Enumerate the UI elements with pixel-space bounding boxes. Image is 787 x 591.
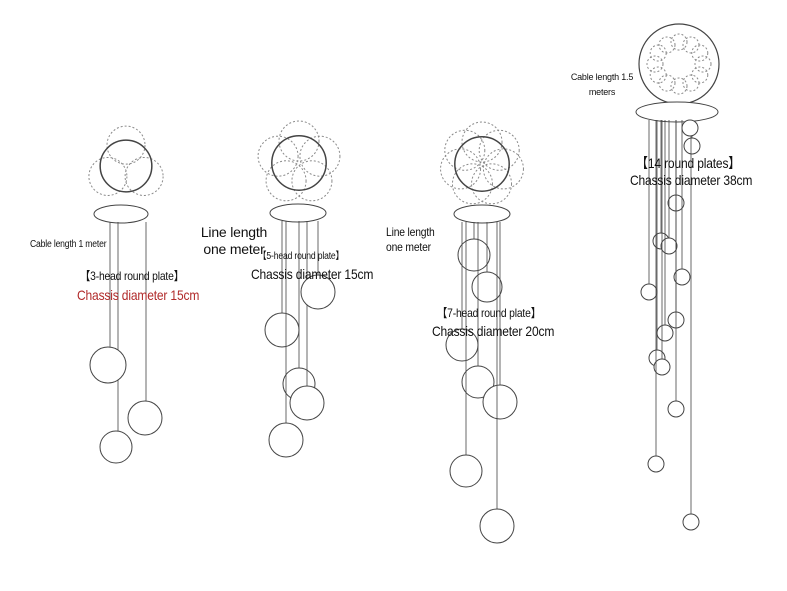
petal-outline	[451, 163, 493, 205]
plate-outline	[646, 55, 664, 73]
petal-outline	[265, 160, 307, 202]
petal-outline	[444, 129, 486, 171]
petal-outline	[461, 121, 503, 163]
globe-3-4	[482, 384, 518, 420]
globe-4-5	[640, 283, 658, 301]
globe-3-6	[479, 508, 515, 544]
petal-outline	[106, 125, 146, 165]
plate-outline	[682, 74, 700, 92]
globe-1b	[127, 400, 163, 436]
top-view-ring	[99, 139, 153, 193]
globe-3-5	[449, 454, 483, 488]
petal-outline	[257, 135, 299, 177]
top-view-7-head	[440, 121, 524, 205]
chassis-diameter-label-4: Chassis diameter 38cm	[630, 172, 753, 188]
globe-4-9	[653, 358, 671, 376]
chassis-diameter-label-2: Chassis diameter 15cm	[251, 266, 374, 282]
globe-2-4	[268, 422, 304, 458]
chassis-diameter-label-3: Chassis diameter 20cm	[432, 323, 555, 339]
canopy-4	[635, 101, 719, 123]
top-view-3-head	[88, 125, 164, 196]
cable-length-label-1: Cable length 1 meter	[30, 239, 107, 250]
cable-length-label-4: Cable length 1.5 meters	[570, 72, 634, 97]
petal-outline	[278, 120, 320, 162]
cable-length-label-3: Line length one meter	[386, 225, 435, 254]
canopy-2	[269, 203, 327, 223]
globe-4-7	[656, 324, 674, 342]
cable-length-label-2: Line length one meter	[200, 224, 268, 257]
petal-outline	[482, 148, 524, 190]
top-view-14-plate	[638, 23, 720, 105]
plate-outline	[658, 74, 676, 92]
petal-outline	[124, 156, 164, 196]
petal-outline	[88, 156, 128, 196]
plate-outline	[649, 66, 667, 84]
globe-3-0	[457, 238, 491, 272]
globe-2-0	[264, 312, 300, 348]
globe-2-3	[300, 274, 336, 310]
globe-4-3	[660, 237, 678, 255]
globe-3-3	[461, 365, 495, 399]
plate-outline	[658, 36, 676, 54]
fixture-type-label-4: 【14 round plates】	[636, 155, 741, 171]
globe-1a	[89, 346, 127, 384]
plate-outline	[670, 77, 688, 95]
canopy-3	[453, 204, 511, 224]
globe-4-12	[682, 513, 700, 531]
globe-4-13	[681, 119, 699, 137]
globe-2-2	[289, 385, 325, 421]
plate-outline	[691, 66, 709, 84]
globe-4-4	[673, 268, 691, 286]
top-view-ring	[271, 135, 327, 191]
top-view-5-head	[257, 120, 341, 202]
fixture-type-label-3: 【7-head round plate】	[437, 306, 541, 320]
petal-outline	[478, 129, 520, 171]
plate-outline	[670, 33, 688, 51]
petal-outline	[440, 148, 482, 190]
fixture-type-label-2: 【5-head round plate】	[258, 251, 344, 262]
globe-1c	[99, 430, 133, 464]
globe-3-1	[471, 271, 503, 303]
globe-4-10	[667, 400, 685, 418]
plate-outline	[691, 44, 709, 62]
plate-outline	[694, 55, 712, 73]
chassis-diameter-label-1: Chassis diameter 15cm	[77, 287, 200, 303]
petal-outline	[299, 135, 341, 177]
petal-outline	[471, 163, 513, 205]
globe-4-11	[647, 455, 665, 473]
petal-outline	[291, 160, 333, 202]
fixture-type-label-1: 【3-head round plate】	[80, 269, 184, 283]
top-view-ring	[454, 136, 510, 192]
canopy-1	[93, 204, 149, 224]
globe-4-0	[683, 137, 701, 155]
